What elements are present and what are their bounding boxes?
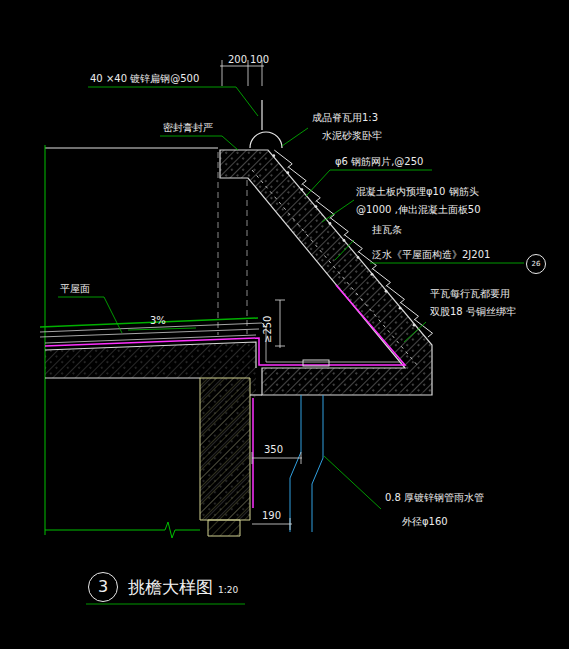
dimension-lines-stroke: [252, 458, 302, 459]
annotation-label: 100: [250, 54, 269, 66]
batten-dot: [286, 171, 289, 174]
batten-dot: [300, 188, 303, 191]
frame-lines-stroke: [45, 522, 200, 538]
annotation-label: φ6 钢筋网片,@250: [335, 156, 423, 168]
roof-layers-stroke: [45, 285, 405, 365]
annotation-label: 190: [262, 510, 281, 522]
roof-layers-stroke: [252, 398, 254, 508]
leader-lines-stroke: [88, 87, 258, 116]
concrete-structure-stroke: [45, 377, 200, 378]
tile-stroke: [373, 269, 391, 287]
annotation-label: 40 ×40 镀锌扁钢@500: [90, 73, 199, 85]
frame-lines-stroke: [218, 152, 219, 335]
leader-lines-stroke: [282, 128, 308, 146]
tile-stroke: [415, 320, 433, 338]
tile-stroke: [274, 150, 292, 168]
annotation-label: 平屋面: [60, 283, 90, 295]
annotation-label: 密封膏封严: [163, 122, 213, 134]
annotation-label: 双股18 号铜丝绑牢: [430, 306, 516, 318]
leader-lines-stroke: [335, 240, 354, 260]
dimension-lines-stroke: [222, 60, 223, 86]
batten-dot: [314, 205, 317, 208]
ridge-tile-stroke: [250, 132, 282, 148]
circle-outline-shape: [89, 573, 118, 602]
annotation-label: 200: [228, 54, 247, 66]
roof-layers-stroke: [40, 323, 400, 362]
symbol-circle: 26: [526, 254, 546, 274]
leader-lines-stroke: [324, 456, 381, 509]
tile-stroke: [344, 235, 362, 253]
annotation-label: 外径φ160: [402, 516, 448, 528]
circle-outline-shape: [527, 255, 546, 274]
annotation-label: 挂瓦条: [372, 224, 402, 236]
ridge-tile-stroke: [261, 100, 262, 130]
leader-lines: [58, 87, 524, 604]
leader-lines-stroke: [86, 604, 245, 605]
annotation-label: 泛水《平屋面构造》2J201: [372, 249, 490, 261]
annotation-label: 平瓦每行瓦都要用: [430, 288, 510, 300]
dimension-lines-stroke: [275, 346, 285, 347]
dimension-lines-stroke: [252, 452, 253, 464]
tile-stroke: [401, 303, 419, 321]
tile-stroke: [288, 167, 306, 185]
annotation-label: 0.8 厚镀锌钢管雨水管: [385, 492, 484, 504]
dimension-lines-stroke: [290, 518, 291, 530]
frame-lines-stroke: [45, 145, 46, 535]
annotation-label: 水泥砂浆卧牢: [322, 130, 382, 142]
tile-stroke: [302, 184, 320, 202]
dimension-lines-stroke: [275, 300, 285, 301]
drawing-title: 挑檐大样图: [128, 577, 213, 597]
annotation-label: 1:20: [218, 584, 238, 596]
symbol-number: 26: [532, 260, 541, 269]
batten-dot: [343, 239, 346, 242]
batten-dot: [371, 273, 374, 276]
batten-dot: [385, 290, 388, 293]
leader-lines-stroke: [58, 297, 122, 333]
symbol-circle: 3: [88, 572, 118, 602]
frame-lines-stroke: [45, 148, 218, 149]
annotation-label: 混凝土板内预埋φ10 钢筋头: [356, 186, 479, 198]
rain-pipe-stroke: [312, 395, 323, 532]
rain-pipe: [290, 360, 329, 532]
dimension-lines-stroke: [252, 524, 292, 525]
concrete-structure-stroke: [250, 394, 262, 395]
tile-stroke: [330, 218, 348, 236]
concrete-structure-stroke: [208, 520, 240, 536]
dimension-lines: [220, 60, 302, 530]
roof-layers-stroke: [40, 318, 258, 327]
tile-stroke: [387, 286, 405, 304]
annotation-label: 成品脊瓦用1:3: [312, 112, 378, 124]
concrete-structure-stroke: [45, 342, 256, 368]
leader-lines-stroke: [370, 263, 524, 264]
frame-lines-stroke: [247, 180, 248, 334]
symbol-number: 3: [98, 578, 108, 596]
rebar-mesh: [252, 170, 418, 366]
annotation-label: 3%: [150, 315, 166, 327]
leader-lines-stroke: [128, 328, 196, 330]
rain-pipe-stroke: [303, 360, 329, 366]
dimension-lines-stroke: [248, 60, 249, 86]
concrete-structure-stroke: [200, 378, 250, 520]
annotation-label: 350: [264, 444, 283, 456]
annotation-label: ≥250: [262, 316, 274, 343]
batten-dot: [399, 307, 402, 310]
roof-layers: [40, 285, 405, 508]
batten-dot: [272, 154, 275, 157]
annotation-label: @1000 ,伸出混凝土面板50: [356, 204, 481, 216]
leader-lines-stroke: [322, 200, 354, 222]
rain-pipe-stroke: [290, 395, 301, 532]
dimension-lines-stroke: [280, 300, 281, 348]
leader-lines-stroke: [160, 136, 238, 150]
dimension-lines-stroke: [301, 452, 302, 464]
ridge-tile: [250, 100, 282, 148]
batten-dot: [357, 256, 360, 259]
leader-lines-stroke: [404, 322, 426, 342]
batten-dot: [329, 222, 332, 225]
batten-dot: [413, 324, 416, 327]
dimension-lines-stroke: [220, 66, 264, 67]
